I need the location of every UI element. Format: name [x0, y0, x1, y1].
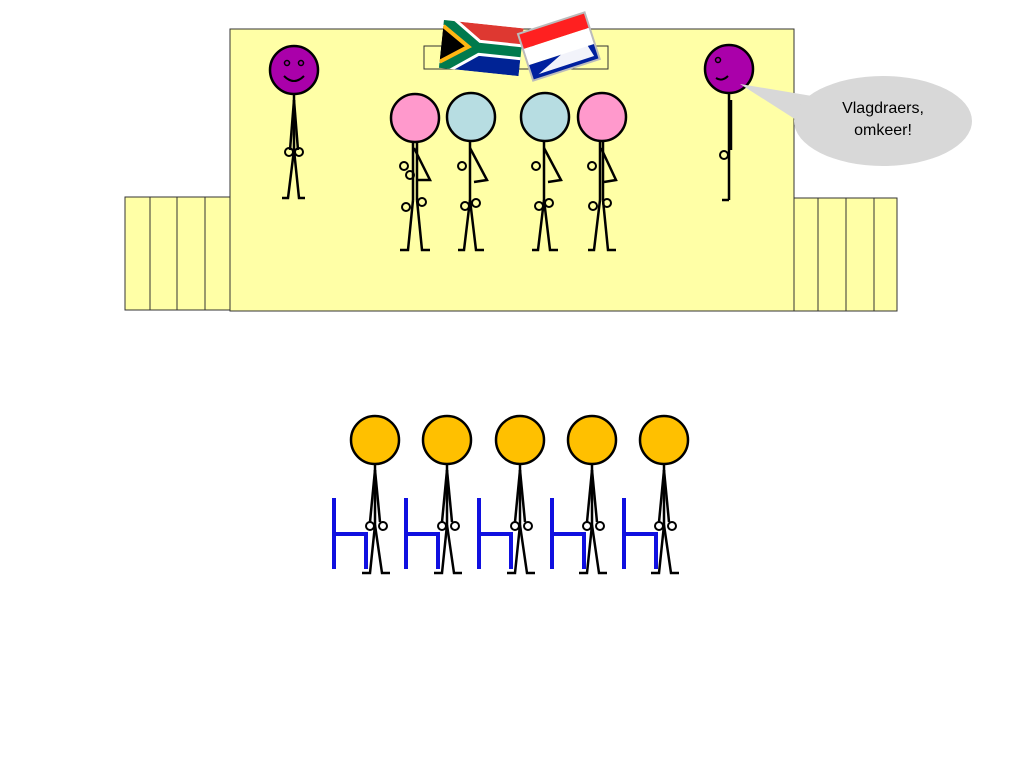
flag-bearer-2	[445, 91, 497, 252]
speech-bubble-text: Vlagdraers, omkeer!	[796, 98, 970, 142]
chair	[332, 498, 368, 569]
seated-person-3	[477, 414, 546, 575]
stage-steps-right	[792, 197, 898, 312]
chair	[622, 498, 658, 569]
south-africa-flag-icon	[438, 20, 524, 77]
stage-steps-left	[124, 196, 231, 311]
speech-bubble	[740, 76, 972, 166]
flag-bearer-4	[576, 91, 628, 252]
officer-right	[703, 43, 755, 202]
flag-bearer-1	[389, 92, 441, 252]
seated-person-4	[550, 414, 618, 575]
seated-person-2	[404, 414, 473, 575]
chair	[550, 498, 586, 569]
flag-bearer-3	[519, 91, 571, 252]
stage-platform	[229, 28, 795, 312]
speech-line-1: Vlagdraers,	[842, 100, 924, 117]
officer-left	[268, 44, 320, 200]
speech-line-2: omkeer!	[854, 122, 912, 139]
seated-person-1	[332, 414, 401, 575]
chair	[477, 498, 513, 569]
old-south-africa-flag-icon	[516, 11, 601, 82]
chair	[404, 498, 440, 569]
seated-person-5	[622, 414, 690, 575]
